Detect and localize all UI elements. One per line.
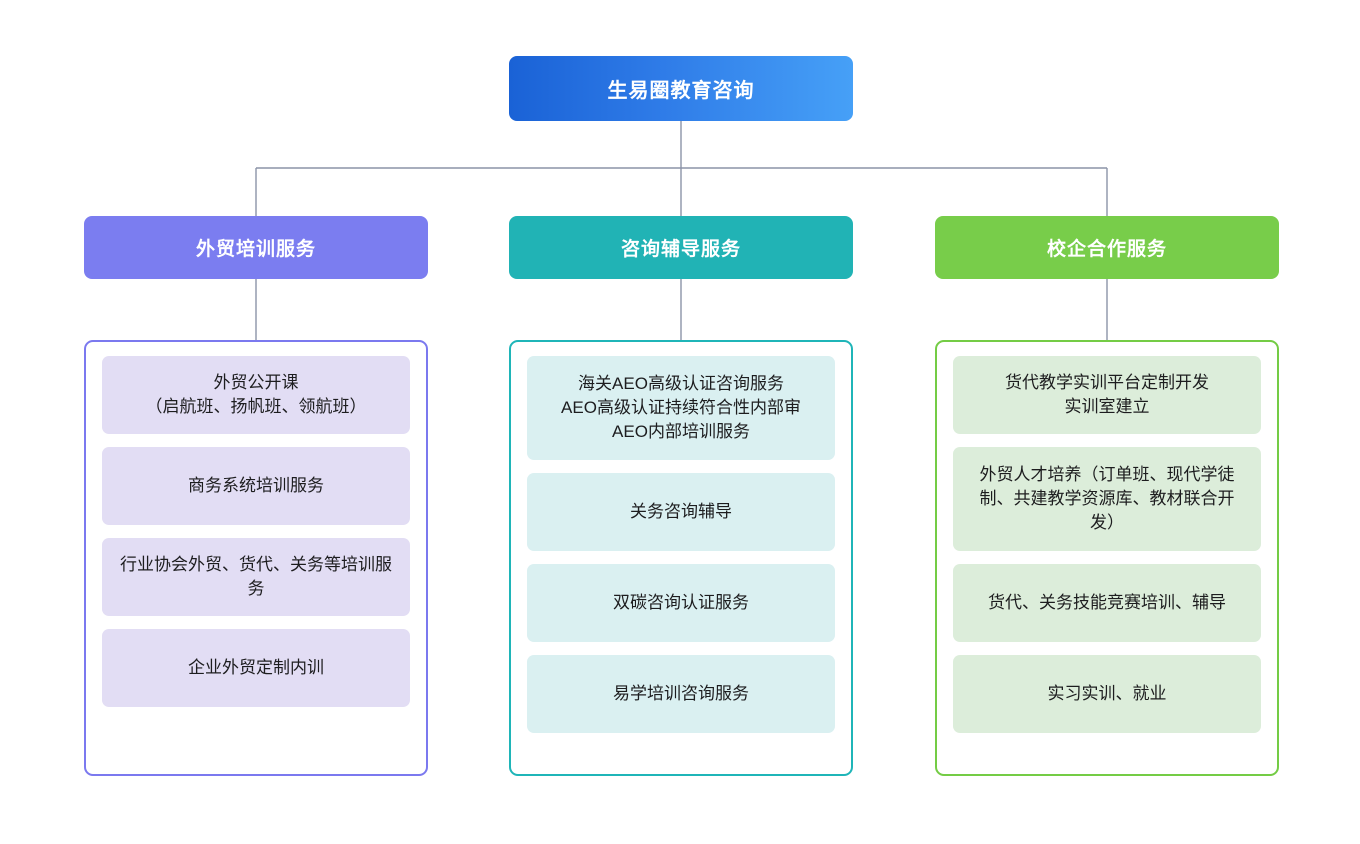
branch-header-consulting[interactable]: 咨询辅导服务	[509, 216, 853, 279]
branch-header-training[interactable]: 外贸培训服务	[84, 216, 428, 279]
root-node[interactable]: 生易圈教育咨询	[509, 56, 853, 121]
branch-header-label: 校企合作服务	[1046, 239, 1167, 260]
leaf-item[interactable]: 易学培训咨询服务	[527, 655, 835, 733]
branch-column-consulting: 咨询辅导服务 海关AEO高级认证咨询服务 AEO高级认证持续符合性内部审 AEO…	[509, 0, 853, 844]
leaf-item[interactable]: 实习实训、就业	[953, 655, 1261, 733]
branch-header-school-enterprise[interactable]: 校企合作服务	[935, 216, 1279, 279]
branch-header-label: 咨询辅导服务	[620, 239, 741, 260]
branch-body-school-enterprise: 货代教学实训平台定制开发 实训室建立 外贸人才培养（订单班、现代学徒制、共建教学…	[935, 340, 1279, 776]
branch-header-label: 外贸培训服务	[195, 239, 316, 260]
branch-column-training: 外贸培训服务 外贸公开课 （启航班、扬帆班、领航班） 商务系统培训服务 行业协会…	[84, 0, 428, 844]
leaf-item[interactable]: 企业外贸定制内训	[102, 629, 410, 707]
leaf-item[interactable]: 关务咨询辅导	[527, 473, 835, 551]
leaf-item[interactable]: 双碳咨询认证服务	[527, 564, 835, 642]
branch-column-school-enterprise: 校企合作服务 货代教学实训平台定制开发 实训室建立 外贸人才培养（订单班、现代学…	[935, 0, 1279, 844]
branch-body-consulting: 海关AEO高级认证咨询服务 AEO高级认证持续符合性内部审 AEO内部培训服务 …	[509, 340, 853, 776]
branch-body-training: 外贸公开课 （启航班、扬帆班、领航班） 商务系统培训服务 行业协会外贸、货代、关…	[84, 340, 428, 776]
leaf-item[interactable]: 货代、关务技能竞赛培训、辅导	[953, 564, 1261, 642]
leaf-item[interactable]: 外贸人才培养（订单班、现代学徒制、共建教学资源库、教材联合开发）	[953, 447, 1261, 551]
leaf-item[interactable]: 外贸公开课 （启航班、扬帆班、领航班）	[102, 356, 410, 434]
leaf-item[interactable]: 行业协会外贸、货代、关务等培训服务	[102, 538, 410, 616]
leaf-item[interactable]: 商务系统培训服务	[102, 447, 410, 525]
leaf-item[interactable]: 海关AEO高级认证咨询服务 AEO高级认证持续符合性内部审 AEO内部培训服务	[527, 356, 835, 460]
root-node-label: 生易圈教育咨询	[607, 80, 755, 102]
leaf-item[interactable]: 货代教学实训平台定制开发 实训室建立	[953, 356, 1261, 434]
